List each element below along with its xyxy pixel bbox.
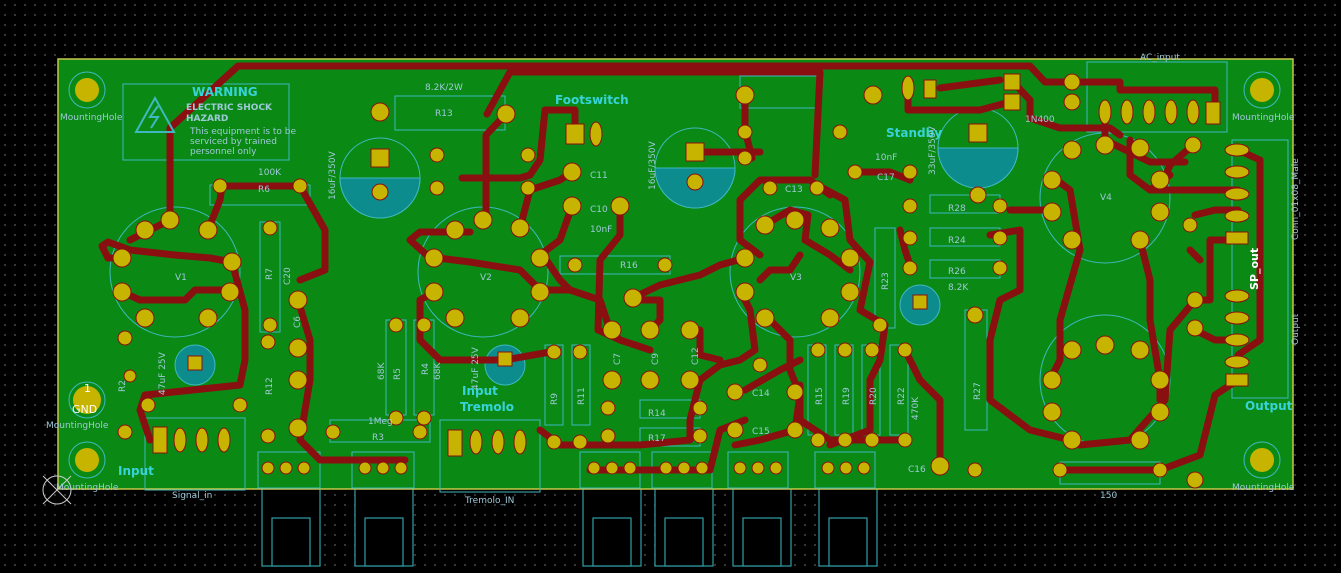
c16-ref: C16	[908, 465, 926, 475]
signal-in-label: Signal_in	[172, 491, 212, 501]
r3-value: 1Meg	[368, 417, 393, 427]
r28-ref: R28	[948, 204, 966, 214]
c9-ref: C9	[651, 353, 661, 365]
warning-line-4: serviced by trained	[190, 137, 277, 147]
sp-out-label: SP_out	[1248, 248, 1261, 290]
v3-ref: V3	[790, 273, 802, 283]
warning-icon	[134, 95, 176, 133]
c-16uf-value-1: 16uF/350V	[328, 150, 338, 200]
footswitch-label: Footswitch	[555, 93, 629, 107]
tremolo-in-label: Tremolo_IN	[464, 496, 514, 506]
r7-ref: R7	[265, 268, 275, 280]
r27-ref: R27	[973, 382, 983, 400]
standby-label: Standby	[886, 126, 942, 140]
connector-name-label: Conn_01x08_Male	[1291, 158, 1301, 240]
c-47uf-value-1: 47uF 25V	[158, 351, 168, 395]
diode-value: 1N400	[1025, 115, 1055, 125]
c10-value: 10nF	[590, 225, 612, 235]
v4-ref: V4	[1100, 193, 1112, 203]
r4-value: 68K	[433, 362, 443, 380]
gnd-pin-number: 1	[84, 382, 91, 395]
input-label-mid: Input	[462, 384, 498, 398]
r4-ref: R4	[421, 363, 431, 375]
r13-value: 8.2K/2W	[425, 83, 463, 93]
r12-ref: R12	[265, 377, 275, 395]
warning-line-5: personnel only	[190, 147, 257, 157]
warning-line-2: HAZARD	[186, 114, 228, 124]
c6-ref: C6	[293, 316, 303, 328]
mounting-hole-label-tr: MountingHole	[1232, 113, 1295, 123]
mounting-hole-label-br: MountingHole	[1232, 483, 1295, 493]
electrolytic-caps	[174, 107, 1019, 386]
c20-ref: C20	[283, 267, 293, 285]
c-33uf-value: 33uF/350V	[928, 125, 938, 175]
r6-ref: R6	[258, 185, 270, 195]
warning-line-1: ELECTRIC SHOCK	[186, 103, 273, 113]
mounting-hole-label-bl: MountingHole	[56, 483, 119, 493]
c7-ref: C7	[613, 353, 623, 365]
c-16uf-value-2: 16uF/350V	[648, 140, 658, 190]
r11-ref: R11	[577, 387, 587, 405]
v2-ref: V2	[480, 273, 492, 283]
c15-ref: C15	[752, 427, 770, 437]
r13-ref: R13	[435, 109, 453, 119]
v1-ref: V1	[175, 273, 187, 283]
r22-ref: R22	[897, 387, 907, 405]
mounting-hole-label-tl: MountingHole	[60, 113, 123, 123]
gnd-label: GND	[72, 403, 97, 416]
c13-ref: C13	[785, 185, 803, 195]
jack-bodies	[261, 487, 878, 567]
r17-ref: R17	[648, 434, 666, 444]
through-hole-pads	[112, 73, 1204, 489]
r16-ref: R16	[620, 261, 638, 271]
r26-value: 8.2K	[948, 283, 969, 293]
output-label: Output	[1245, 399, 1293, 413]
r23-ref: R23	[881, 272, 891, 290]
warning-title: WARNING	[192, 85, 258, 99]
r14-ref: R14	[648, 409, 666, 419]
mounting-holes	[68, 71, 1281, 479]
output-side-label: Output	[1291, 313, 1301, 345]
c10-ref: C10	[590, 205, 608, 215]
mounting-hole-label-gnd: MountingHole	[46, 421, 109, 431]
r-150-value: 150	[1100, 491, 1117, 501]
c11-ref: C11	[590, 171, 608, 181]
square-pads	[152, 73, 1249, 457]
tremolo-label: Tremolo	[460, 400, 514, 414]
origin-marker-icon	[42, 475, 72, 505]
input-label-left: Input	[118, 464, 154, 478]
r2-ref: R2	[118, 380, 128, 392]
r6-value: 100K	[258, 168, 282, 178]
r5-value: 68K	[377, 362, 387, 380]
c14-ref: C14	[752, 389, 770, 399]
warning-line-3: This equipment is to be	[189, 127, 296, 137]
c12-ref: C12	[691, 347, 701, 365]
r5-ref: R5	[393, 368, 403, 380]
r9-ref: R9	[550, 393, 560, 405]
c-47uf-value-2: 47uF 25V	[471, 346, 481, 390]
c17-value: 10nF	[875, 153, 897, 163]
c17-ref: C17	[877, 173, 895, 183]
r24-ref: R24	[948, 236, 966, 246]
r19-ref: R19	[842, 387, 852, 405]
r3-ref: R3	[372, 433, 384, 443]
r22-value: 470K	[911, 396, 921, 420]
r15-ref: R15	[815, 387, 825, 405]
r20-ref: R20	[869, 387, 879, 405]
r26-ref: R26	[948, 267, 966, 277]
oval-pads	[173, 75, 1250, 475]
ac-input-label: AC_input	[1140, 53, 1180, 63]
